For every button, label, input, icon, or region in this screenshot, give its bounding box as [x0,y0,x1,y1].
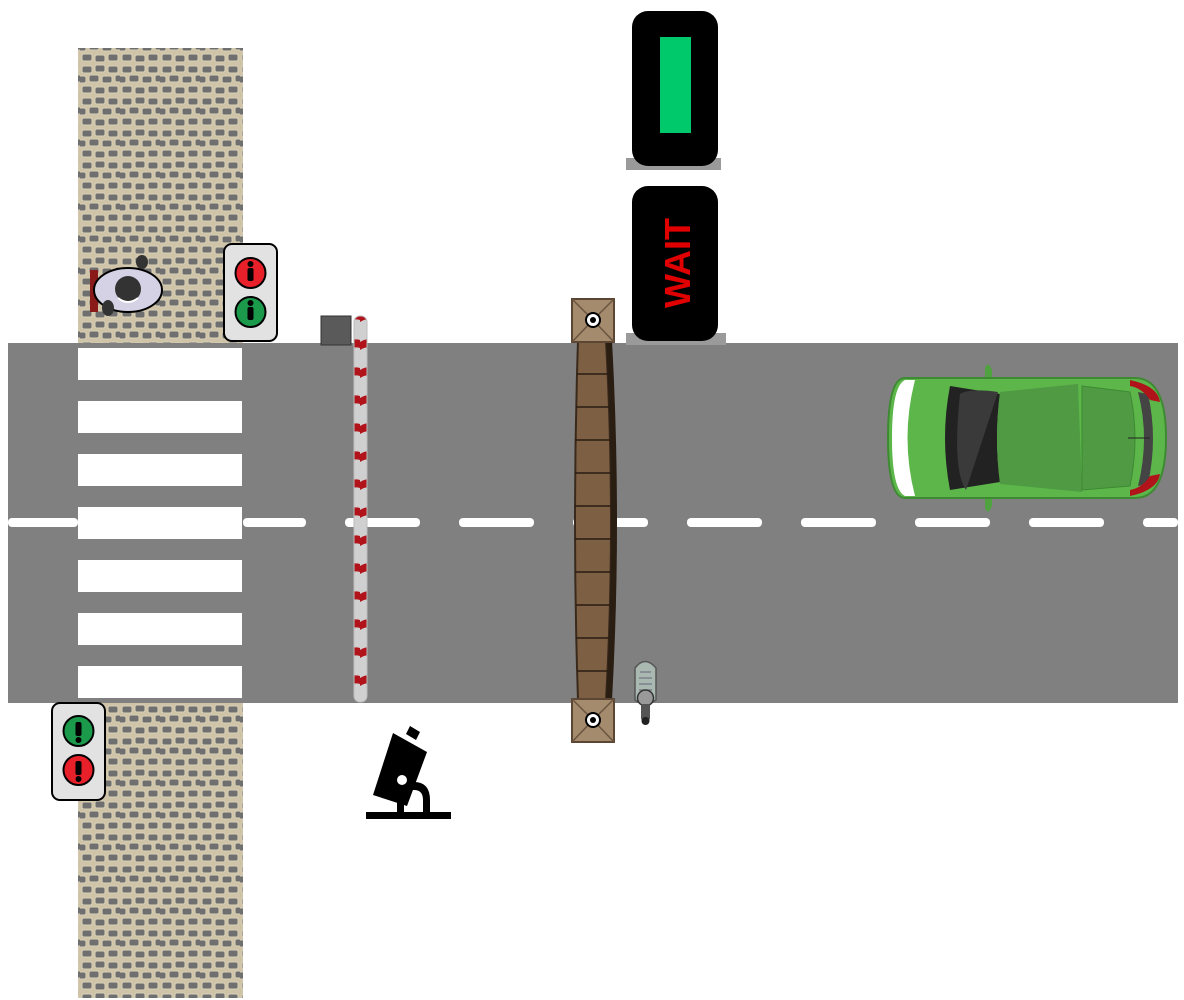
pedestrian-walk-icon [75,722,82,743]
pedestrian-stop-icon [75,761,82,782]
wooden-bridge [571,298,617,743]
zebra-crossing [78,348,242,698]
motorbike-top-view-icon[interactable] [634,660,657,726]
wait-text: WAIT [657,218,698,308]
vehicle-signal-go[interactable] [626,11,721,170]
barrier-post [320,315,352,346]
barrier-boom[interactable] [353,315,368,703]
vehicle-signal-wait[interactable]: WAIT [626,186,726,345]
bridge-pillar-bottom [571,698,615,743]
go-light [660,37,691,133]
pedestrian-stop-icon [247,261,254,281]
car-top-view-icon[interactable] [886,364,1168,512]
pedestrian-light-bottom[interactable] [51,702,106,801]
pedestrian-walk-icon [247,300,254,320]
speed-camera-icon [366,726,451,819]
pedestrian-light-top[interactable] [223,243,278,342]
bridge-pillar-top [571,298,615,343]
person-top-view-icon[interactable] [90,255,163,316]
